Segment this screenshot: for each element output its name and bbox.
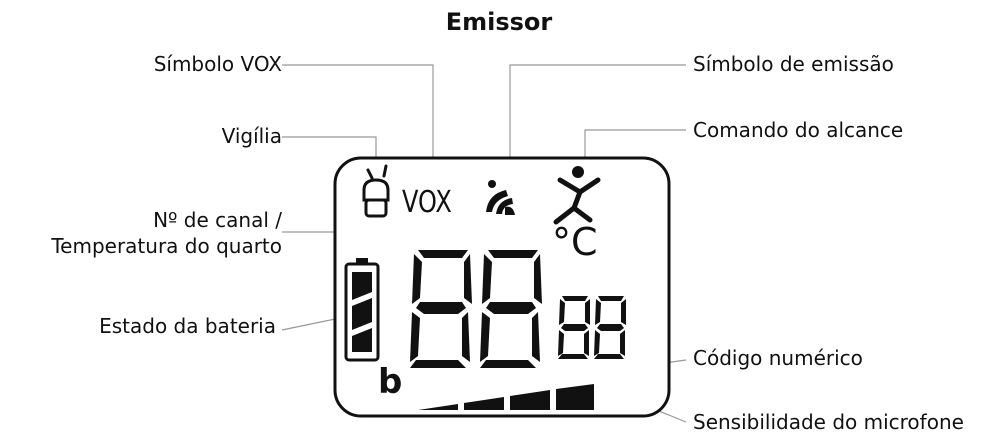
sensitivity-segment-1 — [418, 404, 458, 410]
leader-vigil — [282, 136, 377, 162]
temp-unit: °C — [552, 220, 598, 264]
label-vox-symbol: Símbolo VOX — [153, 52, 282, 76]
label-numeric-code: Código numérico — [693, 346, 863, 370]
sensitivity-letter: b — [378, 362, 403, 402]
label-battery: Estado da bateria — [99, 314, 276, 338]
label-emission-symbol: Símbolo de emissão — [693, 52, 894, 76]
emission-icon — [486, 180, 515, 215]
range-command-icon — [553, 166, 601, 225]
leader-battery — [281, 317, 341, 331]
big-digit-2 — [480, 250, 542, 368]
vigil-icon — [362, 164, 390, 218]
leader-range — [584, 129, 686, 162]
sensitivity-segment-4 — [556, 384, 594, 410]
label-channel-line1: Nº de canal / — [153, 208, 282, 232]
leader-vox — [282, 64, 434, 183]
vox-text: VOX — [402, 185, 452, 220]
sensitivity-segment-2 — [464, 397, 504, 410]
big-digit-1 — [410, 250, 472, 368]
small-digits — [558, 296, 626, 359]
sensitivity-segment-3 — [510, 390, 550, 410]
diagram-title: Emissor — [445, 8, 553, 36]
label-channel-line2: Temperatura do quarto — [51, 234, 282, 258]
label-mic-sensitivity: Sensibilidade do microfone — [693, 410, 964, 434]
big-digits — [410, 250, 542, 368]
battery-icon — [344, 258, 380, 362]
label-range-command: Comando do alcance — [693, 118, 904, 142]
small-digit-2 — [594, 296, 626, 359]
label-vigil: Vigília — [221, 124, 282, 148]
sensitivity-bar — [418, 384, 594, 410]
small-digit-1 — [558, 296, 590, 359]
leader-emission — [509, 64, 686, 168]
